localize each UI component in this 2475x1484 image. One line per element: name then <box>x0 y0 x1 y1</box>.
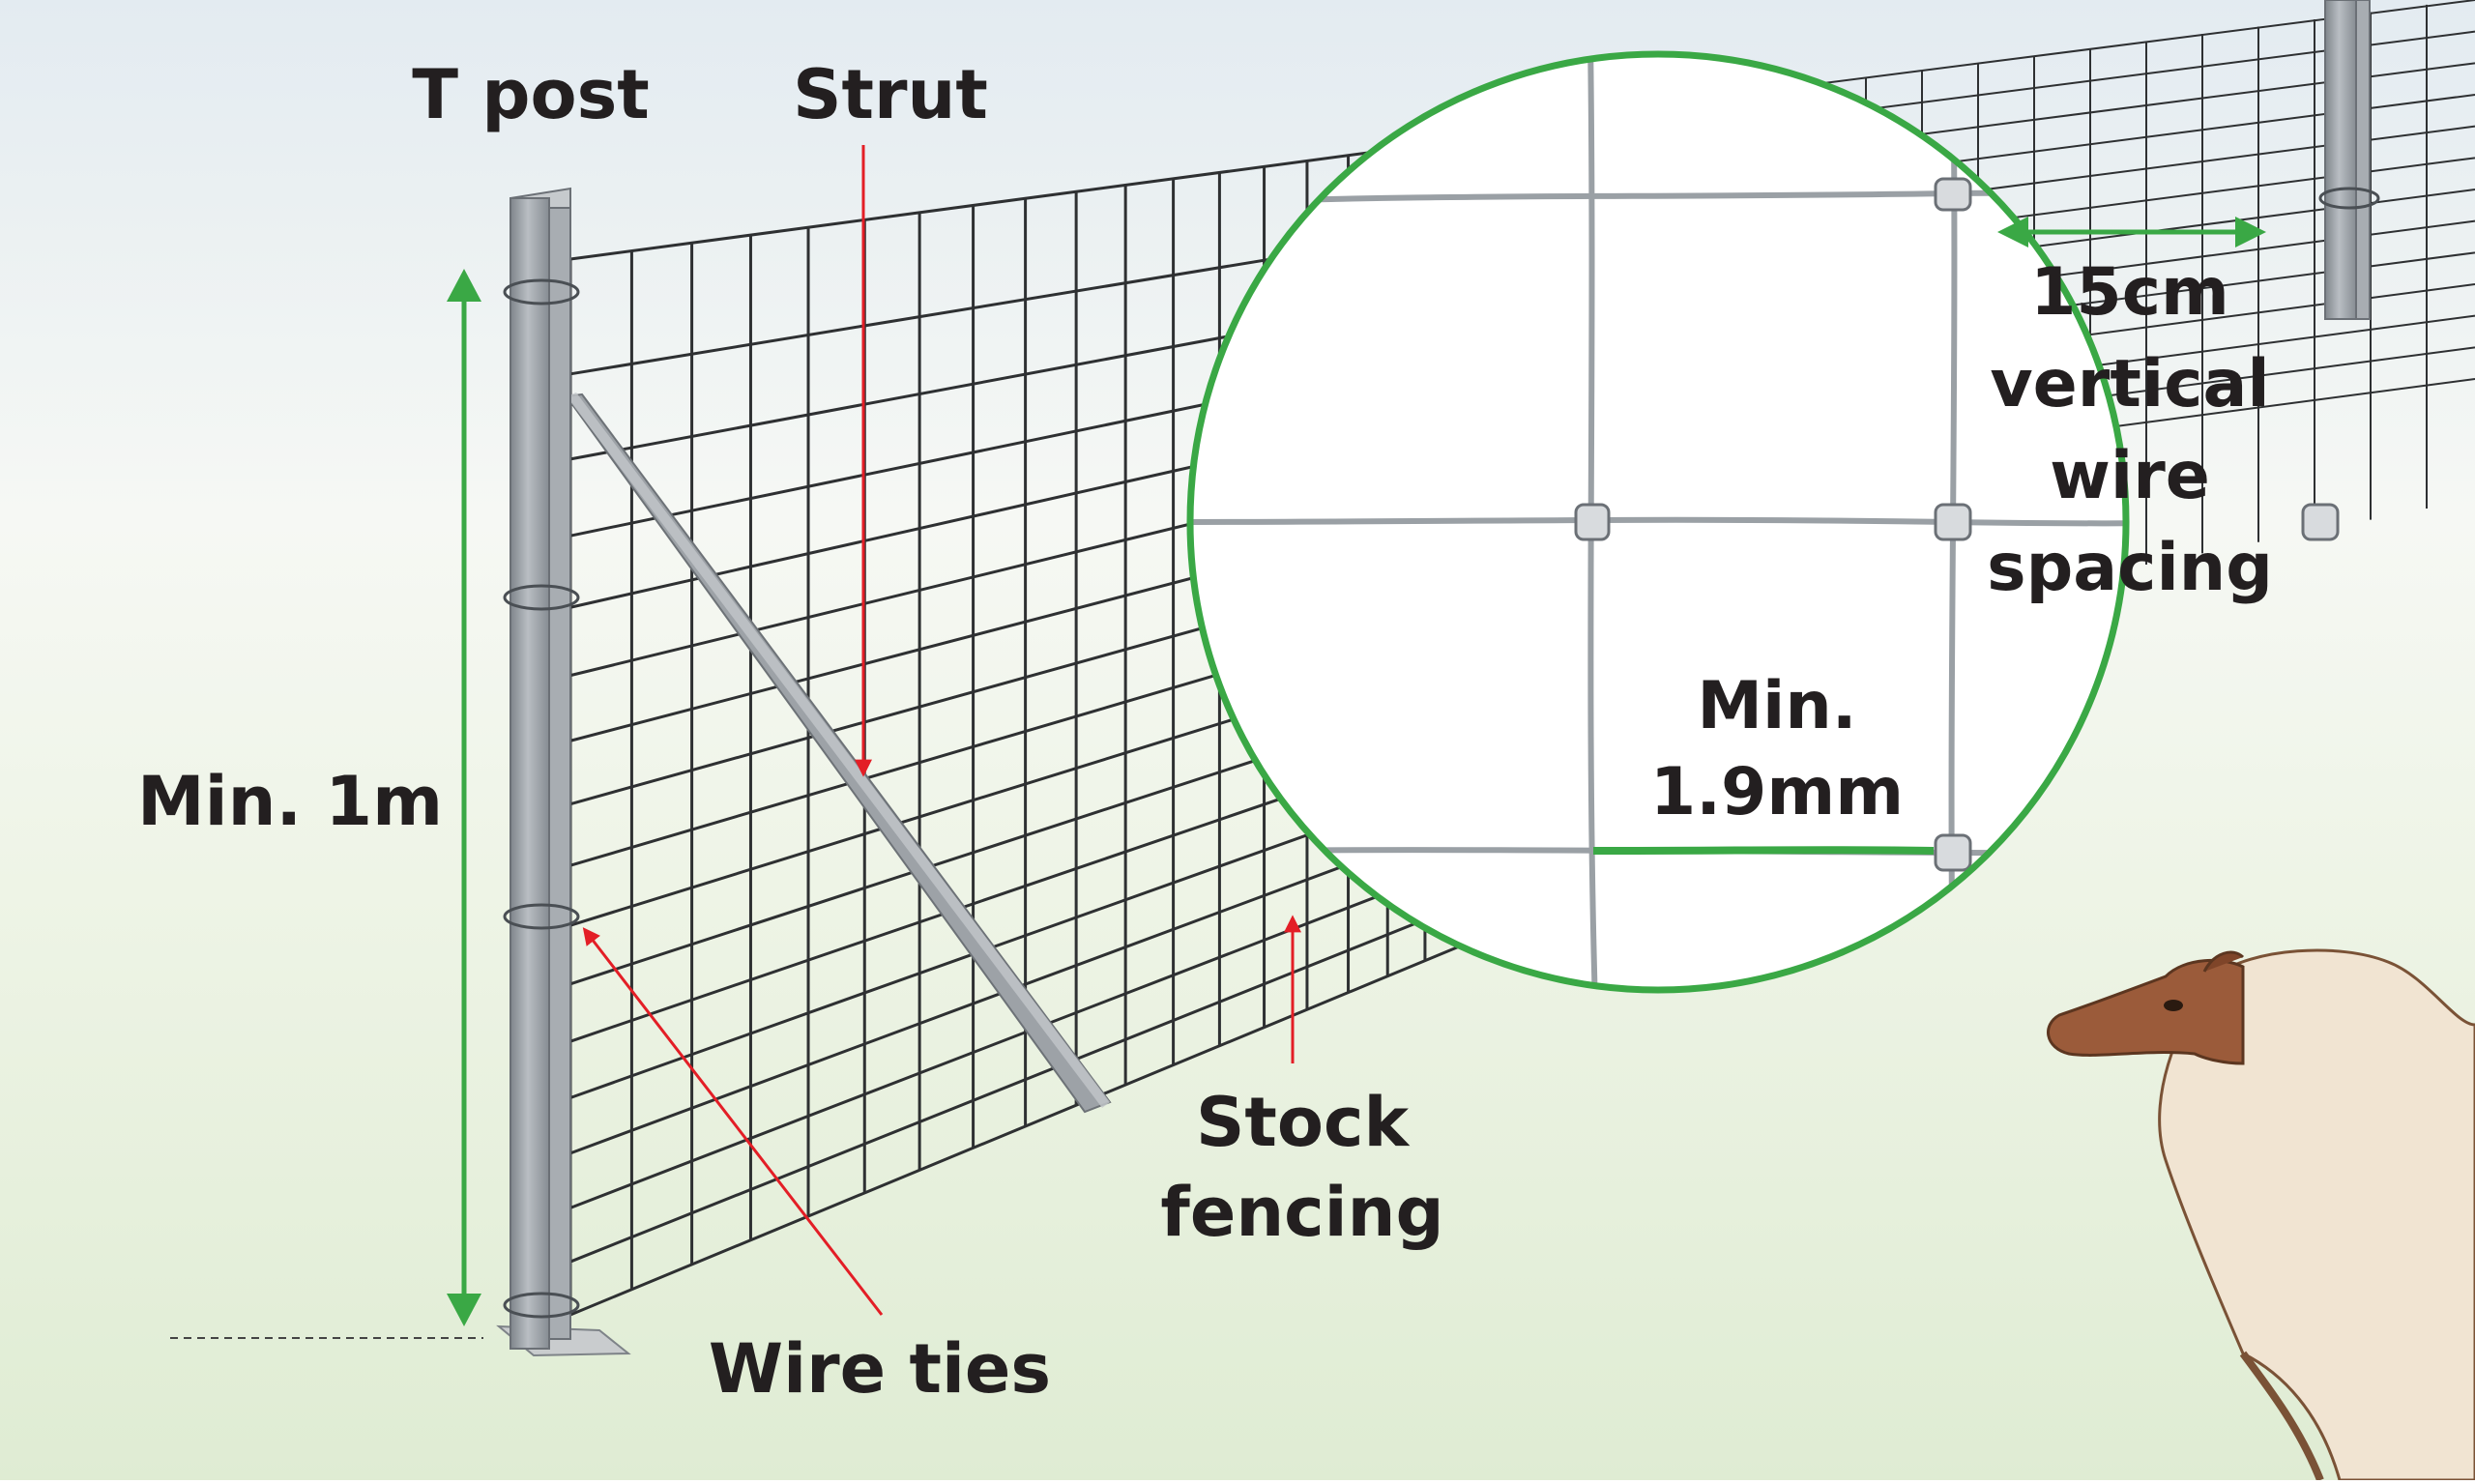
wire-ties-label: Wire ties <box>709 1329 1051 1409</box>
gauge-label-line1: Min. <box>1697 668 1856 744</box>
gauge-highlight <box>1592 846 1935 855</box>
strut-label: Strut <box>793 55 988 134</box>
wire-detail-magnifier <box>1186 50 2340 994</box>
t-post-icon <box>496 187 631 1357</box>
t-post-label: T post <box>412 55 649 134</box>
spacing-label-line2: vertical <box>1990 346 2269 422</box>
horizontal-wire <box>1190 516 2126 527</box>
min-height-label: Min. 1m <box>137 762 443 841</box>
stock-fencing-label-line2: fencing <box>1160 1173 1443 1252</box>
gauge-label-line2: 1.9mm <box>1650 754 1904 830</box>
wire-ties-leader <box>582 927 884 1316</box>
spacing-label-line4: spacing <box>1987 530 2273 606</box>
spacing-label-line1: 15cm <box>2030 254 2229 331</box>
spacing-dimension-arrow <box>1997 217 2266 247</box>
t-post-icon <box>2324 0 2371 320</box>
sheep-icon <box>2047 948 2475 1482</box>
height-dimension-arrow <box>447 269 481 1326</box>
stock-fencing-label-line1: Stock <box>1196 1083 1410 1162</box>
horizontal-wire <box>1198 189 2126 206</box>
leader-lines <box>582 145 1301 1316</box>
spacing-label-line3: wire <box>2050 438 2210 514</box>
